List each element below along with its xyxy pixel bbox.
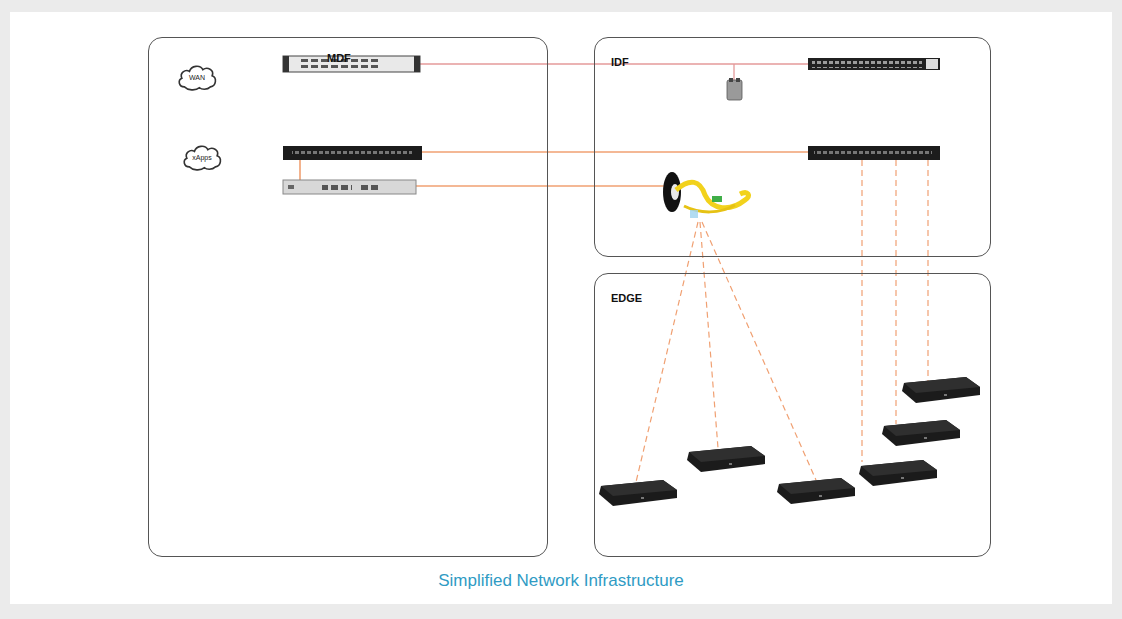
cloud-label: WAN [189, 74, 205, 81]
cable [422, 151, 808, 153]
cable [416, 185, 680, 187]
fiber-spool [663, 172, 749, 218]
mdf-switch [283, 146, 422, 160]
region-heading: IDF [611, 56, 629, 68]
idf-patch-panel [808, 58, 940, 70]
media-converter [727, 78, 742, 100]
cable [299, 160, 301, 180]
mdf-router [283, 56, 420, 72]
wan-cloud: WAN [176, 62, 218, 92]
mdf-region: MDF WAN xApps [148, 37, 548, 557]
xapps-cloud: xApps [181, 142, 223, 172]
idf-region: IDF [594, 37, 991, 257]
cloud-label: xApps [192, 154, 211, 161]
cable [733, 64, 734, 82]
access-point [599, 377, 980, 506]
page-ground [10, 12, 1112, 604]
mdf-grey-switch [283, 180, 416, 194]
figure-caption: Simplified Network Infrastructure [0, 571, 1122, 591]
region-heading: EDGE [611, 292, 642, 304]
region-heading: MDF [327, 52, 351, 64]
edge-region: EDGE [594, 273, 991, 557]
idf-switch [808, 146, 940, 160]
